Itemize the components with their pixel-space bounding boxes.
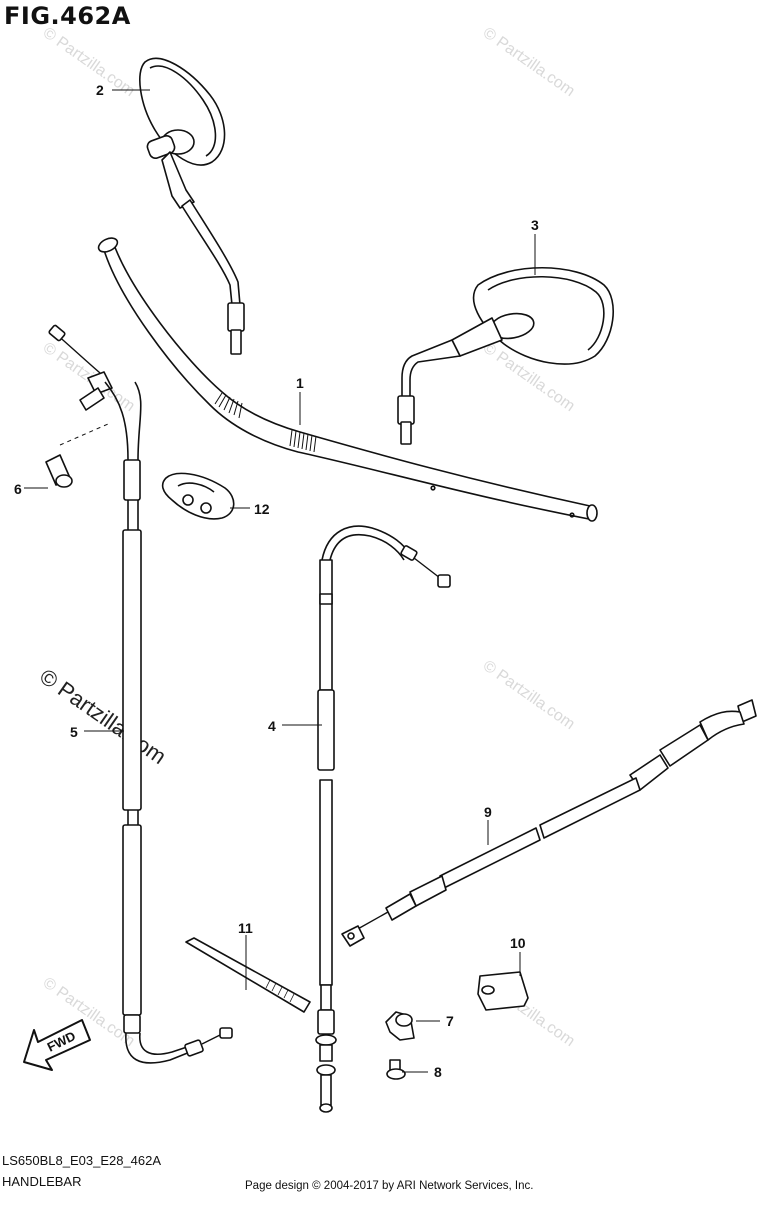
callout-3: 3 <box>531 217 539 233</box>
callout-12: 12 <box>254 501 270 517</box>
clamp-part <box>161 472 235 520</box>
callout-8: 8 <box>434 1064 442 1080</box>
callout-labels: 2 3 1 4 5 6 12 9 11 10 7 8 <box>14 82 539 1080</box>
callout-4: 4 <box>268 718 276 734</box>
model-code: LS650BL8_E03_E28_462A <box>2 1153 162 1168</box>
handlebar-part <box>97 237 598 522</box>
section-name: HANDLEBAR <box>2 1174 82 1189</box>
left-cable-part <box>45 324 233 1064</box>
callout-5: 5 <box>70 724 78 740</box>
bracket-part <box>477 971 529 1011</box>
screw-part <box>386 1059 406 1080</box>
right-cable-part <box>341 699 757 947</box>
callout-11: 11 <box>238 920 253 936</box>
watermark-large: © Partzilla.com <box>35 664 171 770</box>
watermarks: © Partzilla.com © Partzilla.com © Partzi… <box>35 24 578 1050</box>
watermark-small: © Partzilla.com <box>480 24 578 100</box>
left-mirror-part <box>139 57 245 355</box>
center-cable-part <box>315 525 451 1113</box>
callout-7: 7 <box>446 1013 454 1029</box>
watermark-small: © Partzilla.com <box>480 657 578 733</box>
callout-1: 1 <box>296 375 304 391</box>
right-mirror-part <box>397 266 615 445</box>
figure-title: FIG.462A <box>4 2 131 30</box>
watermark-small: © Partzilla.com <box>40 24 138 100</box>
callout-9: 9 <box>484 804 492 820</box>
clip-part <box>385 1011 415 1041</box>
forward-direction-arrow: FWD <box>23 1019 91 1071</box>
page-credit: Page design © 2004-2017 by ARI Network S… <box>245 1180 534 1192</box>
callout-10: 10 <box>510 935 526 951</box>
leader-lines <box>24 89 536 1073</box>
callout-6: 6 <box>14 481 22 497</box>
tie-strap-part <box>185 937 311 1013</box>
callout-2: 2 <box>96 82 104 98</box>
